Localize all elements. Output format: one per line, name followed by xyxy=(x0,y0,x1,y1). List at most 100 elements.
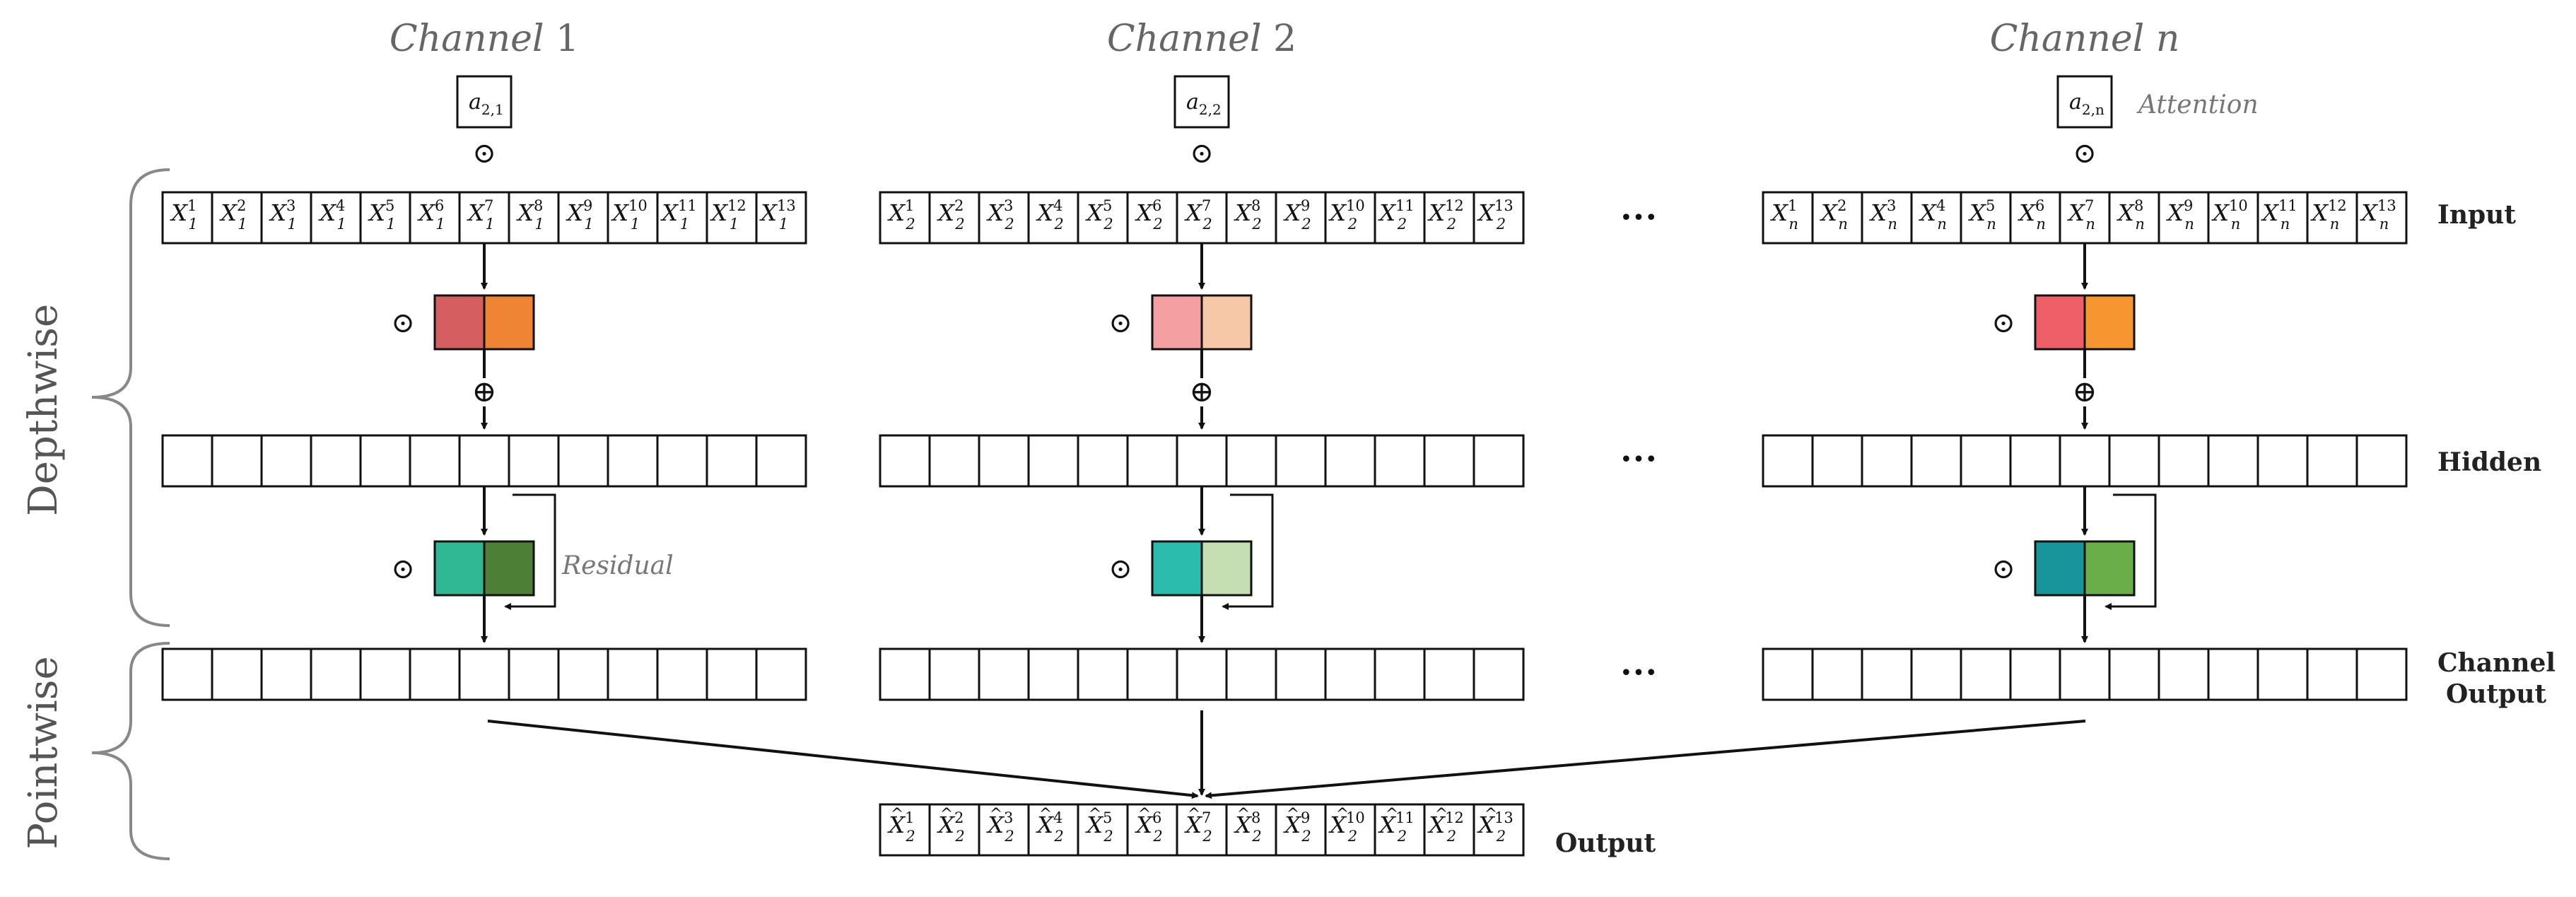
kernel1-multiply-icon-3: ⊙ xyxy=(1991,307,2015,339)
hidden-row-3-cell-2 xyxy=(1811,434,1863,488)
hidden-row-3-cell-7 xyxy=(2059,434,2111,488)
output-row-cell-1 xyxy=(879,803,931,857)
channel-output-row-2-cell-5 xyxy=(1077,647,1129,701)
kernel2-left-3 xyxy=(2034,540,2086,597)
attention-box-1 xyxy=(456,75,513,129)
hidden-row-2-cell-9 xyxy=(1275,434,1327,488)
kernel2-right-3 xyxy=(2083,540,2136,597)
input-row-1-cell-8 xyxy=(508,191,560,245)
hidden-row-2-cell-2 xyxy=(928,434,980,488)
residual-label: Residual xyxy=(561,551,674,580)
hidden-row-2-cell-1 xyxy=(879,434,931,488)
residual-connection-1 xyxy=(504,493,556,610)
input-row-3-cell-10 xyxy=(2207,191,2259,245)
channel-output-row-label-line2: Output xyxy=(2446,679,2547,709)
kernel2-right-2 xyxy=(1200,540,1253,597)
input-row-1-cell-4 xyxy=(310,191,362,245)
channel-output-row-1-cell-5 xyxy=(359,647,411,701)
hidden-row-3-cell-11 xyxy=(2256,434,2309,488)
hidden-row-3-cell-1 xyxy=(1762,434,1814,488)
input-row-1-cell-3 xyxy=(260,191,312,245)
kernel1-left-2 xyxy=(1151,294,1203,351)
output-row-cell-label-8-hat: ^ xyxy=(1237,806,1250,823)
attention-box-3 xyxy=(2056,75,2113,129)
input-row-2-cell-9 xyxy=(1275,191,1327,245)
hidden-row-1-cell-12 xyxy=(706,434,758,488)
pointwise-arrow-1 xyxy=(487,720,1199,799)
attention-multiply-icon-3: ⊙ xyxy=(2073,137,2097,170)
hidden-row-2-cell-7 xyxy=(1176,434,1228,488)
output-row-cell-label-3-hat: ^ xyxy=(990,806,1002,823)
output-row-cell-7 xyxy=(1176,803,1228,857)
output-row-cell-label-11-hat: ^ xyxy=(1386,806,1398,823)
kernel1-multiply-icon-2: ⊙ xyxy=(1108,307,1132,339)
channel-output-row-1-cell-6 xyxy=(409,647,461,701)
hidden-row-3-cell-4 xyxy=(1910,434,1962,488)
attention-multiply-icon-1: ⊙ xyxy=(472,137,496,170)
input-row-2-cell-12 xyxy=(1423,191,1475,245)
hidden-row-1-cell-13 xyxy=(755,434,807,488)
channel-output-row-2-cell-10 xyxy=(1324,647,1376,701)
hidden-row-2-cell-11 xyxy=(1374,434,1426,488)
kernel2-multiply-icon-2: ⊙ xyxy=(1108,553,1132,585)
channel-3-title: Channel n xyxy=(1990,18,2180,60)
output-row-cell-8 xyxy=(1225,803,1277,857)
attention-weight-1: a2,1 xyxy=(469,90,504,118)
hidden-row-3-cell-8 xyxy=(2108,434,2160,488)
channel-output-row-1-cell-12 xyxy=(706,647,758,701)
channel-output-row-2-cell-11 xyxy=(1374,647,1426,701)
channel-output-row-1-cell-10 xyxy=(607,647,659,701)
channel-output-row-3-cell-8 xyxy=(2108,647,2160,701)
hidden-row-1-cell-10 xyxy=(607,434,659,488)
input-row-1-cell-11 xyxy=(656,191,708,245)
output-row-cell-label-1-hat: ^ xyxy=(891,806,903,823)
channel-output-row-1-cell-4 xyxy=(310,647,362,701)
channel-output-row-1-cell-2 xyxy=(211,647,263,701)
input-row-2-cell-8 xyxy=(1225,191,1277,245)
kernel1-right-2 xyxy=(1200,294,1253,351)
kernel1-right-1 xyxy=(483,294,535,351)
input-row-2-cell-6 xyxy=(1126,191,1178,245)
hidden-row-3-cell-3 xyxy=(1861,434,1913,488)
channel-output-row-2-cell-3 xyxy=(978,647,1030,701)
attention-weight-3: a2,n xyxy=(2069,90,2104,118)
input-row-3-cell-4 xyxy=(1910,191,1962,245)
input-row-3-cell-12 xyxy=(2306,191,2358,245)
attention-label: Attention xyxy=(2136,90,2259,119)
residual-connection-3 xyxy=(2104,493,2157,610)
channel-output-row-2-cell-8 xyxy=(1225,647,1277,701)
ellipsis-input: ••• xyxy=(1620,206,1657,230)
input-row-2-cell-13 xyxy=(1473,191,1525,245)
channel-output-row-label-line1: Channel xyxy=(2437,648,2555,678)
channel-output-row-2-cell-12 xyxy=(1423,647,1475,701)
channel-output-row-3-cell-5 xyxy=(1960,647,2012,701)
depthwise-label: Depthwise xyxy=(21,304,66,516)
hidden-row-1-cell-7 xyxy=(458,434,510,488)
output-row-cell-label-7-hat: ^ xyxy=(1188,806,1200,823)
channel-output-row-2-cell-1 xyxy=(879,647,931,701)
input-row-2-cell-1 xyxy=(879,191,931,245)
output-row-cell-label-2-hat: ^ xyxy=(940,806,953,823)
input-row-1-cell-13 xyxy=(755,191,807,245)
output-row-cell-3 xyxy=(978,803,1030,857)
ellipsis-hidden: ••• xyxy=(1620,447,1657,472)
output-row-cell-5 xyxy=(1077,803,1129,857)
